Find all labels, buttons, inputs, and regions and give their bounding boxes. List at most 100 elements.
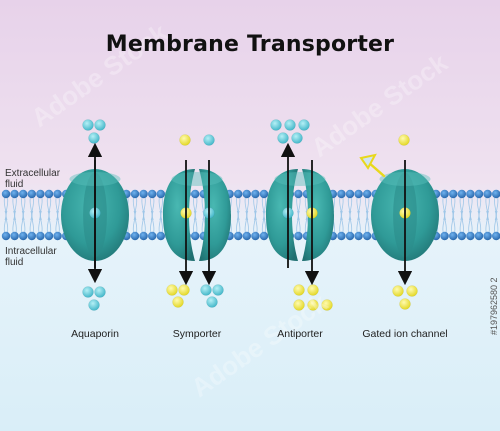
protein-highlight xyxy=(274,172,326,186)
phospholipid-head xyxy=(345,189,355,199)
phospholipid-head xyxy=(44,231,54,241)
phospholipid-head xyxy=(19,189,28,199)
lipid-tail xyxy=(55,210,58,233)
molecule xyxy=(88,132,100,144)
lipid-tail xyxy=(40,210,43,233)
extracellular-label-line2: fluid xyxy=(5,179,24,190)
lipid-tail xyxy=(470,210,473,233)
lipid-tail xyxy=(339,210,342,233)
molecules xyxy=(82,119,418,311)
label-aquaporin: Aquaporin xyxy=(71,328,119,340)
molecule xyxy=(321,299,333,311)
molecule xyxy=(212,284,224,296)
molecule xyxy=(94,119,106,131)
phospholipid-head xyxy=(440,231,449,241)
lipid-tail xyxy=(132,210,136,233)
phospholipid-head xyxy=(345,231,355,241)
phospholipid-head xyxy=(337,189,346,199)
lipid-tail xyxy=(31,210,34,233)
lipid-tail xyxy=(46,210,50,233)
transport-arrows xyxy=(87,142,413,286)
phospholipid-head xyxy=(337,231,346,241)
molecule xyxy=(293,299,305,311)
lipid-tail xyxy=(261,210,265,233)
protein-half-left xyxy=(266,169,298,261)
molecule xyxy=(399,298,411,310)
phospholipid-head xyxy=(363,231,372,241)
molecule xyxy=(172,296,184,308)
molecule xyxy=(178,284,190,296)
phospholipid-head xyxy=(449,231,458,241)
gate-ligand-head xyxy=(359,153,377,170)
lipid-tail xyxy=(134,210,138,233)
lipid-tail xyxy=(485,210,488,233)
phospholipid-head xyxy=(259,189,269,199)
phospholipid-head xyxy=(10,231,19,241)
lipid-tail xyxy=(194,210,198,233)
lipid-tail xyxy=(244,210,248,233)
lipid-tail xyxy=(356,210,359,233)
phospholipid-head xyxy=(251,189,260,199)
stock-id: #197962580 2 xyxy=(489,277,499,335)
protein-half-left xyxy=(163,169,195,261)
lipid-tail xyxy=(253,210,256,233)
phospholipid-head xyxy=(130,189,140,199)
lipid-tail xyxy=(495,210,499,233)
lipid-tail xyxy=(246,210,249,233)
molecule xyxy=(166,284,178,296)
molecule xyxy=(206,296,218,308)
lipid-tail xyxy=(451,210,454,233)
lipid-tail xyxy=(341,210,344,233)
lipid-tail xyxy=(237,210,241,233)
phospholipid-head xyxy=(148,189,157,199)
label-symporter: Symporter xyxy=(172,328,222,340)
lipid-tail xyxy=(478,210,482,233)
lipid-tail xyxy=(48,210,52,233)
lipid-tail xyxy=(143,210,146,233)
molecule xyxy=(406,285,418,297)
lipid-tail xyxy=(21,210,24,233)
phospholipid-head xyxy=(242,231,251,241)
lipid-tail xyxy=(365,210,368,233)
phospholipid-head xyxy=(1,231,11,241)
lipid-tail xyxy=(14,210,17,233)
phospholipid-head xyxy=(474,231,484,241)
molecule xyxy=(200,284,212,296)
phospholipid-head xyxy=(259,231,269,241)
lipid-tail xyxy=(201,210,205,233)
phospholipid-head xyxy=(474,189,484,199)
phospholipid-head xyxy=(1,189,11,199)
molecule xyxy=(307,299,319,311)
phospholipid-head xyxy=(53,231,62,241)
intracellular-label: Intracellular fluid xyxy=(5,246,57,268)
phospholipid-head xyxy=(53,189,62,199)
phospholipid-head xyxy=(466,231,475,241)
lipid-tail xyxy=(5,210,9,233)
lipid-tail xyxy=(347,210,351,233)
phospholipid-head xyxy=(10,189,19,199)
molecule xyxy=(94,286,106,298)
lipid-tail xyxy=(158,210,162,233)
lipid-tail xyxy=(487,210,490,233)
phospholipid-head xyxy=(466,189,475,199)
phospholipid-head xyxy=(449,189,458,199)
lipid-tail xyxy=(151,210,155,233)
phospholipid-head xyxy=(156,189,165,199)
lipid-tail xyxy=(366,210,370,233)
molecule xyxy=(82,286,94,298)
molecule xyxy=(284,119,296,131)
molecule xyxy=(179,134,191,146)
phospholipid-head xyxy=(36,189,45,199)
phospholipid-head xyxy=(36,231,45,241)
phospholipid-head xyxy=(19,231,28,241)
label-antiporter: Antiporter xyxy=(277,328,323,340)
phospholipid-head xyxy=(440,189,449,199)
lipid-tail xyxy=(444,210,447,233)
intracellular-label-line2: fluid xyxy=(5,257,24,268)
lipid-tail xyxy=(236,210,239,233)
lipid-tail xyxy=(141,210,144,233)
lipid-tail xyxy=(38,210,41,233)
molecule xyxy=(82,119,94,131)
lipid-tail xyxy=(461,210,464,233)
